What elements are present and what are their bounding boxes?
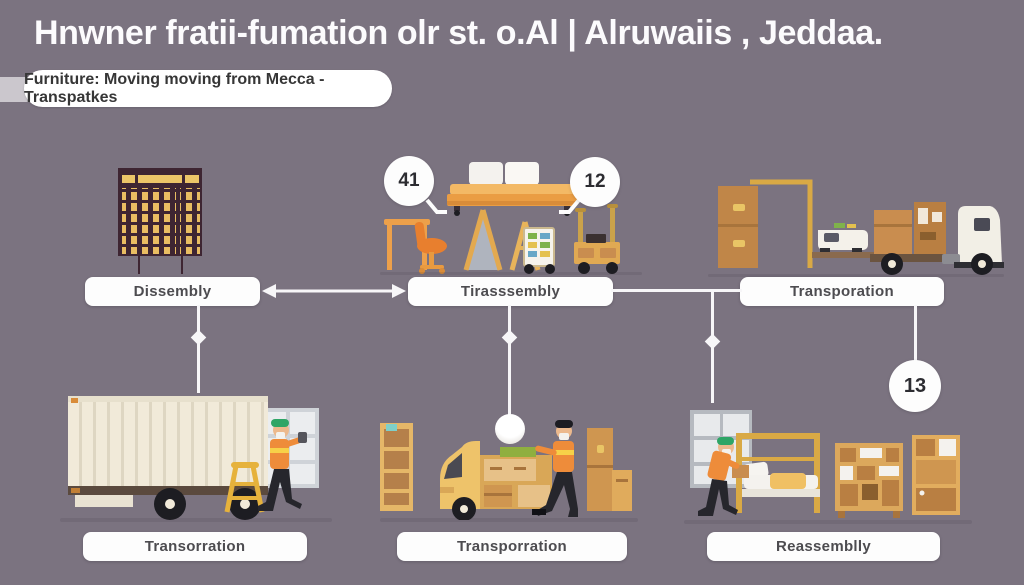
ground-shadow [380,272,642,275]
connector-line [611,289,742,292]
furniture-disassembly-icon [384,162,620,274]
step-box-reassembly-bottom: Reassemblly [707,532,940,561]
apartment-building-icon [118,168,202,274]
ground-shadow [380,518,638,522]
count-badge-transport: 13 [889,360,941,412]
count-badge-disassembly: 41 [384,156,434,206]
step-box-reassembly-top: Tirasssembly [408,277,613,306]
double-arrow [262,284,406,298]
connector-diamond [704,333,721,350]
connector-line [914,305,917,363]
connector-line [197,305,200,393]
pendant-lamp-icon [495,414,525,444]
callout-tail [559,198,581,214]
ground-shadow [60,518,332,522]
connector-line [508,305,511,417]
ground-shadow [708,274,1004,277]
count-badge-packing: 12 [570,157,620,207]
bed-reassembly-icon [690,410,960,518]
step-box-transportation-left: Transorration [83,532,307,561]
callout-tail [425,198,447,214]
subtitle-pill: Furniture: Moving moving from Mecca - Tr… [24,70,392,107]
step-box-transportation-mid: Transporration [397,532,627,561]
page-title: Hnwner fratii-fumation olr st. o.Al | Al… [34,14,883,52]
step-box-disassembly: Dissembly [85,277,260,306]
container-truck-loading-icon [68,396,319,520]
connector-diamond [501,329,518,346]
step-box-transportation-top: Transporation [740,277,944,306]
van-unloading-icon [380,420,632,520]
connector-diamond [190,329,207,346]
ground-shadow [684,520,972,524]
wardrobe-and-trucks-icon [718,179,1004,275]
